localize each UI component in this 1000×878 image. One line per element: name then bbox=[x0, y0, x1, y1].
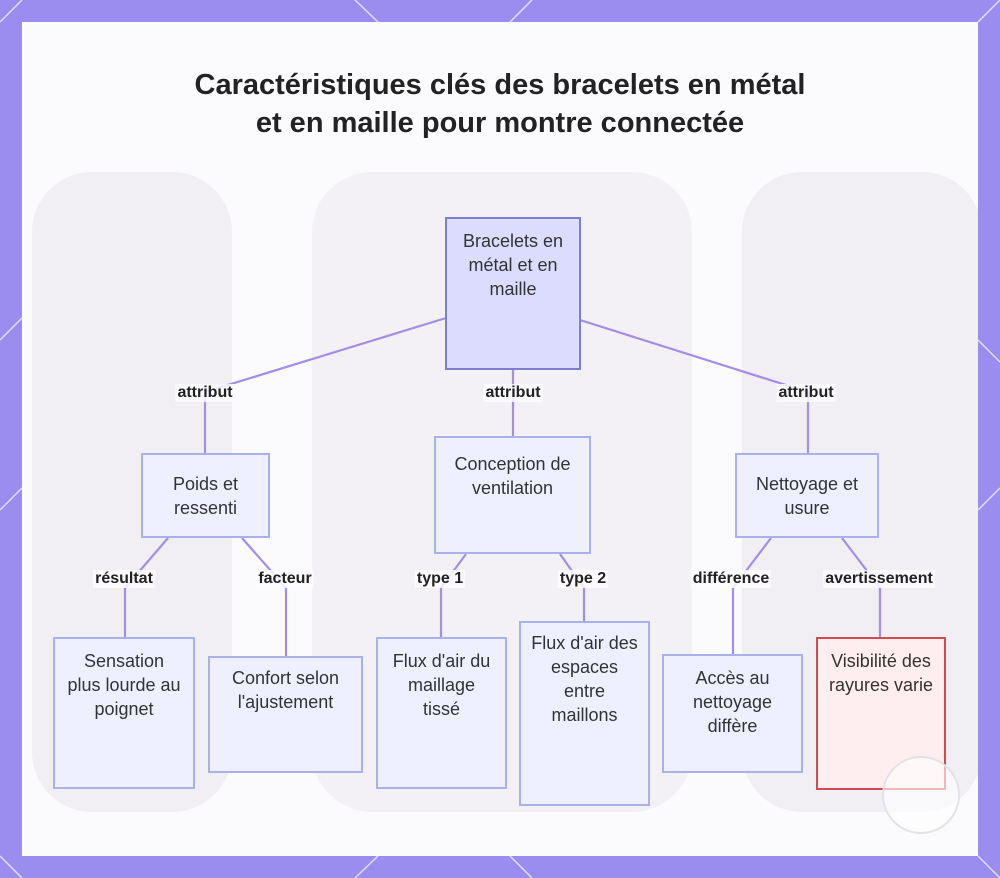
edge-vent-woven bbox=[439, 553, 467, 637]
edge-label-weight-heavier: résultat bbox=[93, 570, 155, 588]
node-cleaning-access-label: Accès au nettoyage diffère bbox=[692, 668, 773, 736]
edge-vent-gap bbox=[559, 553, 586, 621]
edge-weight-comfort bbox=[241, 537, 288, 656]
node-ventilation: Conception de ventilation bbox=[434, 436, 591, 554]
node-ventilation-label: Conception de ventilation bbox=[454, 454, 571, 498]
node-scratches-label: Visibilité des rayures varie bbox=[828, 651, 934, 695]
edge-label-weight-comfort: facteur bbox=[256, 570, 314, 588]
edge-label-root-weight: attribut bbox=[175, 384, 235, 402]
edge-cleaning-access bbox=[731, 537, 772, 654]
edge-root-cleaning bbox=[579, 318, 810, 453]
node-cleaning-label: Nettoyage et usure bbox=[755, 473, 859, 518]
node-heavier: Sensation plus lourde au poignet bbox=[53, 637, 195, 789]
edge-weight-heavier bbox=[123, 537, 169, 637]
edge-label-root-cleaning: attribut bbox=[776, 384, 836, 402]
node-comfort: Confort selon l'ajustement bbox=[208, 656, 363, 773]
edge-label-vent-gap: type 2 bbox=[557, 570, 609, 588]
node-woven-airflow-label: Flux d'air du maillage tissé bbox=[392, 651, 491, 719]
node-weight: Poids et ressenti bbox=[141, 453, 270, 538]
edge-label-cleaning-scratches: avertissement bbox=[823, 570, 935, 588]
node-root: Bracelets en métal et en maille bbox=[445, 217, 581, 370]
node-comfort-label: Confort selon l'ajustement bbox=[231, 668, 340, 712]
node-cleaning: Nettoyage et usure bbox=[735, 453, 879, 538]
node-heavier-label: Sensation plus lourde au poignet bbox=[67, 651, 181, 719]
edge-root-weight bbox=[203, 316, 447, 453]
edge-label-root-ventilation: attribut bbox=[483, 384, 543, 402]
node-woven-airflow: Flux d'air du maillage tissé bbox=[376, 637, 507, 789]
edge-cleaning-scratches bbox=[841, 537, 882, 637]
edge-label-vent-woven: type 1 bbox=[414, 570, 466, 588]
diagram-title: Caractéristiques clés des bracelets en m… bbox=[194, 69, 806, 139]
node-weight-label: Poids et ressenti bbox=[172, 473, 239, 518]
watermark-seal bbox=[882, 756, 960, 834]
node-cleaning-access: Accès au nettoyage diffère bbox=[662, 654, 803, 773]
node-gap-airflow: Flux d'air des espaces entre maillons bbox=[519, 621, 650, 806]
node-gap-airflow-label: Flux d'air des espaces entre maillons bbox=[531, 633, 638, 725]
edge-label-cleaning-access: différence bbox=[690, 570, 772, 588]
node-root-label: Bracelets en métal et en maille bbox=[462, 231, 564, 299]
